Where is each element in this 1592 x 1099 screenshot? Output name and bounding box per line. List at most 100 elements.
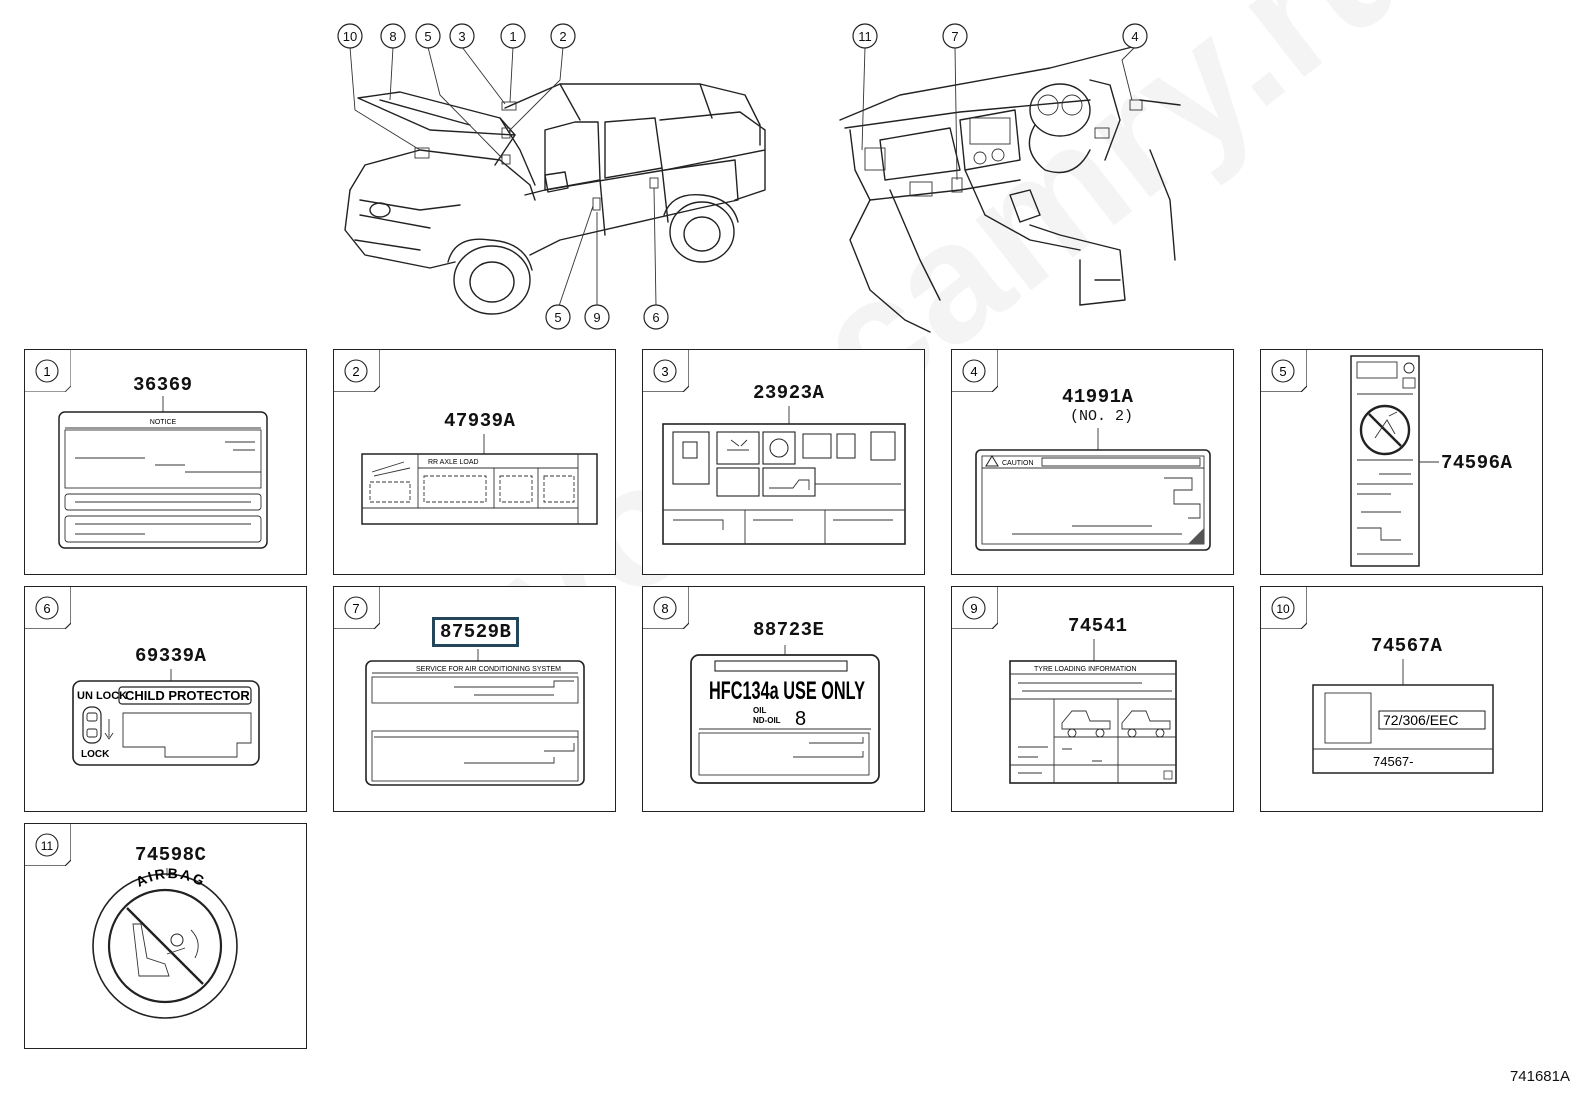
callout-7: 7	[942, 23, 968, 49]
panel-10: 10 74567A 72/306/EEC 74567-	[1260, 586, 1543, 812]
label-airbag-text: AIRBAG	[133, 865, 209, 890]
callout-9: 9	[584, 304, 610, 330]
part-number: 74541	[1068, 615, 1128, 637]
panel-tab: 8	[643, 587, 689, 629]
panel-number: 6	[43, 601, 50, 616]
panel-5: 5 74596A	[1260, 349, 1543, 575]
callout-3: 3	[449, 23, 475, 49]
svg-text:8: 8	[389, 29, 396, 44]
panel-number: 3	[661, 364, 668, 379]
panel-tab: 5	[1261, 350, 1307, 392]
part-number: 74598C	[135, 844, 207, 866]
svg-text:5: 5	[424, 29, 431, 44]
label-74567-text: 74567-	[1373, 754, 1413, 769]
panel-9: 9 74541 TYRE LOADING INFORMATION	[951, 586, 1234, 812]
part-number-highlighted[interactable]: 87529B	[432, 617, 520, 647]
label-artwork	[1350, 355, 1439, 567]
callout-5-lower: 5	[545, 304, 571, 330]
callout-10: 10	[337, 23, 363, 49]
panel-number: 9	[970, 601, 977, 616]
label-artwork: AIRBAG	[92, 865, 238, 1019]
label-artwork: NOTICE	[58, 396, 268, 549]
dashboard-drawing	[839, 44, 1181, 333]
label-artwork: UN LOCK CHILD PROTECTOR LOCK	[72, 669, 260, 766]
panel-tab: 6	[25, 587, 71, 629]
label-unlock-text: UN LOCK	[77, 690, 127, 702]
svg-text:3: 3	[458, 29, 465, 44]
part-number: 88723E	[753, 619, 825, 641]
svg-text:6: 6	[652, 310, 659, 325]
panel-8: 8 88723E HFC134a USE ONLY OIL ND-OIL 8	[642, 586, 925, 812]
label-oil-text: OIL	[753, 706, 766, 715]
overview-scene: 10 8 5 3 1 2 5 9 6	[337, 23, 1181, 333]
label-oil-grade-text: 8	[795, 708, 806, 730]
svg-text:2: 2	[559, 29, 566, 44]
label-artwork: SERVICE FOR AIR CONDITIONING SYSTEM	[365, 649, 585, 786]
svg-text:9: 9	[593, 310, 600, 325]
exterior-callouts: 10 8 5 3 1 2 5 9 6	[337, 23, 669, 330]
panel-number: 1	[43, 364, 50, 379]
callout-11: 11	[852, 23, 878, 49]
panel-6: 6 69339A UN LOCK CHILD PROTECTOR LOCK	[24, 586, 307, 812]
svg-text:10: 10	[343, 29, 357, 44]
panel-tab: 10	[1261, 587, 1307, 629]
panel-1: 1 36369 NOTICE	[24, 349, 307, 575]
label-ac-service-text: SERVICE FOR AIR CONDITIONING SYSTEM	[416, 666, 561, 673]
svg-text:1: 1	[509, 29, 516, 44]
part-number: 74567A	[1371, 635, 1443, 657]
panel-tab: 7	[334, 587, 380, 629]
interior-callouts: 11 7 4	[852, 23, 1148, 49]
panel-tab: 2	[334, 350, 380, 392]
truck-exterior-drawing	[344, 46, 766, 315]
part-number: 23923A	[753, 382, 825, 404]
panel-number: 10	[1276, 602, 1290, 616]
panel-number: 7	[352, 601, 359, 616]
part-subtitle: (NO. 2)	[1070, 408, 1134, 425]
label-artwork: RR AXLE LOAD	[361, 434, 598, 525]
panel-number: 11	[41, 839, 54, 853]
label-artwork: CAUTION	[975, 428, 1211, 551]
label-nd-oil-text: ND-OIL	[753, 716, 781, 725]
part-number: 41991A	[1062, 386, 1134, 408]
callout-2: 2	[550, 23, 576, 49]
part-number: 69339A	[135, 645, 207, 667]
label-hfc134a-text: HFC134a USE ONLY	[709, 677, 865, 705]
svg-text:4: 4	[1131, 29, 1138, 44]
panel-3: 3 23923A	[642, 349, 925, 575]
panel-tab: 1	[25, 350, 71, 392]
panel-number: 8	[661, 601, 668, 616]
callout-4: 4	[1122, 23, 1148, 49]
part-number: 47939A	[444, 410, 516, 432]
callout-8: 8	[380, 23, 406, 49]
panel-number: 5	[1279, 364, 1286, 379]
panel-tab: 3	[643, 350, 689, 392]
panel-2: 2 47939A RR AXLE LOAD	[333, 349, 616, 575]
svg-text:5: 5	[554, 310, 561, 325]
part-number: 74596A	[1441, 452, 1513, 474]
label-artwork: TYRE LOADING INFORMATION	[1009, 639, 1177, 784]
label-caution-text: CAUTION	[1002, 460, 1034, 467]
label-artwork	[662, 406, 906, 545]
label-artwork: HFC134a USE ONLY OIL ND-OIL 8	[690, 645, 880, 784]
part-number: 36369	[133, 374, 193, 396]
label-eec-text: 72/306/EEC	[1383, 712, 1459, 728]
label-tyre-loading-text: TYRE LOADING INFORMATION	[1034, 666, 1137, 673]
label-notice-text: NOTICE	[150, 419, 177, 426]
callout-5: 5	[415, 23, 441, 49]
label-artwork: 72/306/EEC 74567-	[1312, 659, 1494, 774]
panel-tab: 4	[952, 350, 998, 392]
panel-7: 7 87529B SERVICE FOR AIR CONDITIONING SY…	[333, 586, 616, 812]
callout-6: 6	[643, 304, 669, 330]
panel-4: 4 41991A (NO. 2) CAUTION	[951, 349, 1234, 575]
panel-11: 11 74598C AIRBAG	[24, 823, 307, 1049]
panel-tab: 11	[25, 824, 71, 866]
callout-1: 1	[500, 23, 526, 49]
label-child-protector-text: CHILD PROTECTOR	[125, 688, 250, 703]
svg-text:11: 11	[858, 29, 872, 44]
panel-number: 2	[352, 364, 359, 379]
label-axle-text: RR AXLE LOAD	[428, 459, 479, 466]
svg-text:7: 7	[951, 29, 958, 44]
diagram-code: 741681A	[1509, 1068, 1570, 1085]
panel-tab: 9	[952, 587, 998, 629]
panel-number: 4	[970, 364, 977, 379]
